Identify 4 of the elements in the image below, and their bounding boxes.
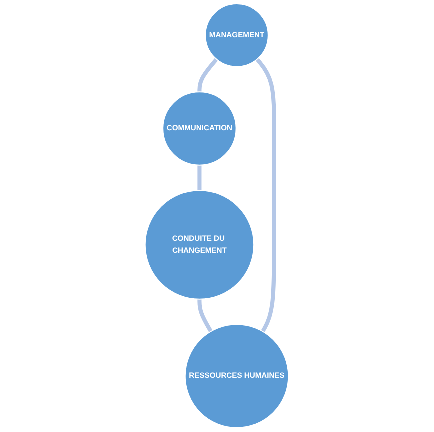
connector xyxy=(198,165,202,191)
connector xyxy=(198,58,218,92)
connector xyxy=(256,58,276,333)
connector xyxy=(198,299,213,333)
